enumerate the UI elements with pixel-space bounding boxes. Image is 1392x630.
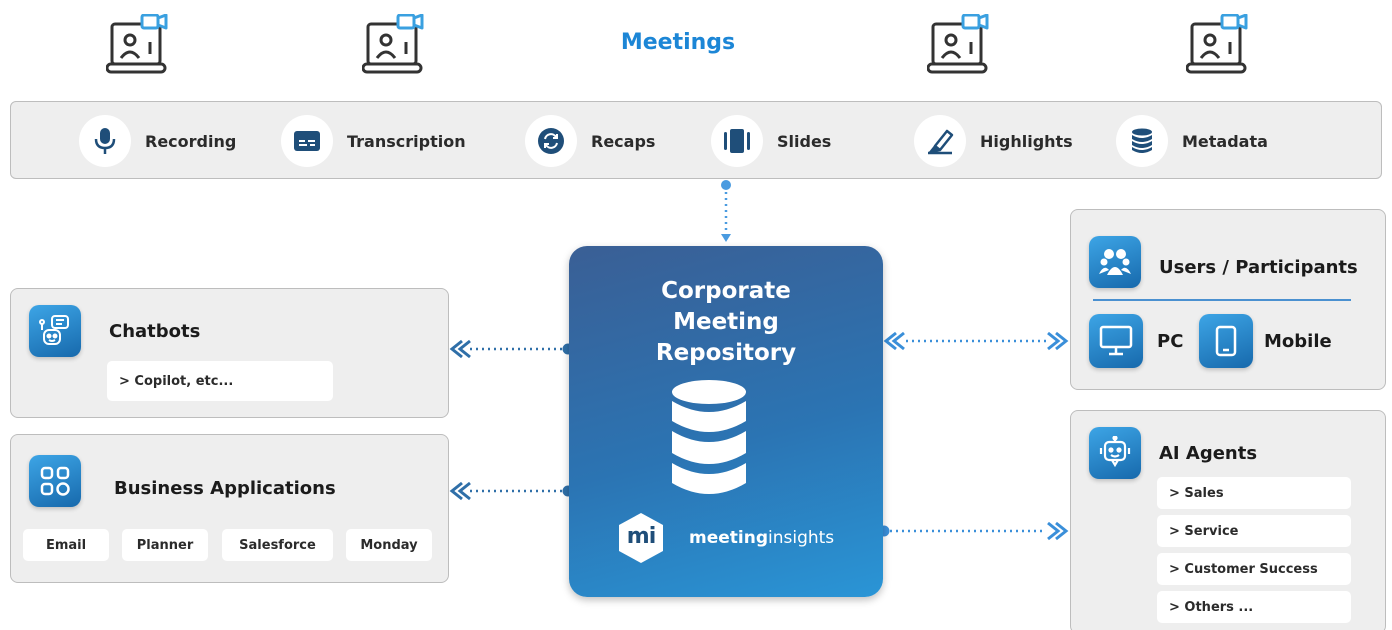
database-icon [672, 380, 746, 494]
chatbot-item: > Copilot, etc... [107, 361, 333, 401]
ai-agents-arrow [878, 521, 1069, 541]
brand-light: insights [768, 528, 835, 548]
agent-item-service: > Service [1157, 515, 1351, 547]
video-meeting-icon [362, 14, 424, 74]
meetinginsights-logo: mi [617, 512, 665, 564]
database-icon [1116, 115, 1168, 167]
video-meeting-icon [927, 14, 989, 74]
highlighter-icon [914, 115, 966, 167]
meetings-title: Meetings [620, 30, 736, 55]
agent-item-sales: > Sales [1157, 477, 1351, 509]
refresh-icon [525, 115, 577, 167]
agent-item-customer-success: > Customer Success [1157, 553, 1351, 585]
business-apps-arrow [449, 481, 574, 501]
robot-icon [1089, 427, 1141, 479]
chatbots-panel: Chatbots > Copilot, etc... [10, 288, 449, 418]
logo-mark: mi [626, 524, 656, 549]
ai-agents-panel: AI Agents > Sales > Service > Customer S… [1070, 410, 1386, 630]
feature-label: Slides [777, 131, 832, 151]
slides-icon [711, 115, 763, 167]
business-apps-panel: Business Applications Email Planner Sale… [10, 434, 449, 583]
users-panel: Users / Participants PC Mobile [1070, 209, 1386, 390]
users-arrow [883, 331, 1069, 351]
feature-label: Transcription [347, 131, 466, 151]
users-group-icon [1089, 236, 1141, 288]
app-chip-planner: Planner [122, 529, 208, 561]
video-meeting-icon [106, 14, 168, 74]
feature-label: Recording [145, 131, 237, 151]
down-arrow [721, 180, 731, 242]
microphone-icon [79, 115, 131, 167]
users-title: Users / Participants [1159, 257, 1358, 278]
feature-metadata: Metadata [1116, 114, 1268, 168]
feature-recaps: Recaps [525, 114, 655, 168]
app-chip-email: Email [23, 529, 109, 561]
apps-grid-icon [29, 455, 81, 507]
mobile-icon [1199, 314, 1253, 368]
feature-label: Recaps [591, 131, 656, 151]
chatbot-icon [29, 305, 81, 357]
feature-slides: Slides [711, 114, 831, 168]
agent-item-others: > Others ... [1157, 591, 1351, 623]
video-meeting-icon [1186, 14, 1248, 74]
mobile-label: Mobile [1264, 331, 1332, 352]
repository-title: Corporate Meeting Repository [569, 276, 883, 369]
pc-label: PC [1157, 331, 1184, 352]
monitor-icon [1089, 314, 1143, 368]
meeting-features-bar: Recording Transcription Recaps [10, 101, 1382, 179]
chatbots-arrow [449, 339, 574, 359]
repository-title-line: Corporate [661, 278, 791, 304]
feature-highlights: Highlights [914, 114, 1073, 168]
feature-transcription: Transcription [281, 114, 466, 168]
feature-label: Highlights [980, 131, 1073, 151]
corporate-meeting-repository: Corporate Meeting Repository mi meetingi… [569, 246, 883, 597]
brand-bold: meeting [689, 528, 768, 548]
app-chip-monday: Monday [346, 529, 432, 561]
repository-title-line: Meeting [673, 309, 779, 335]
brand-wordmark: meetinginsights [689, 528, 834, 548]
chatbots-title: Chatbots [109, 321, 201, 342]
feature-label: Metadata [1182, 131, 1268, 151]
captions-icon [281, 115, 333, 167]
ai-agents-title: AI Agents [1159, 443, 1258, 464]
users-divider [1093, 299, 1351, 301]
repository-title-line: Repository [655, 340, 797, 366]
feature-recording: Recording [79, 114, 236, 168]
business-apps-title: Business Applications [114, 478, 336, 499]
app-chip-salesforce: Salesforce [222, 529, 333, 561]
